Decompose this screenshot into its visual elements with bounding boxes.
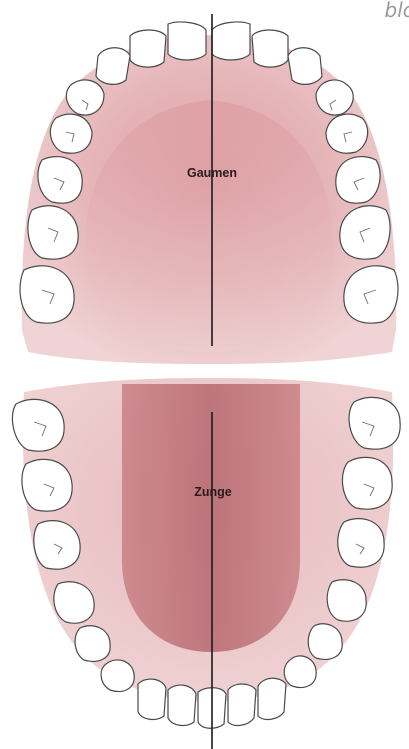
tooth (338, 519, 384, 568)
tooth (228, 684, 256, 725)
tooth (344, 266, 398, 323)
tooth (258, 678, 286, 719)
tooth (308, 624, 342, 660)
tongue-area (122, 384, 300, 652)
tooth (38, 157, 82, 204)
tooth (96, 48, 130, 85)
tooth (34, 521, 80, 570)
tooth (138, 679, 166, 719)
tooth (75, 626, 110, 662)
tooth (327, 580, 366, 621)
tongue-label: Zunge (194, 485, 232, 499)
tooth (284, 656, 316, 688)
tooth (212, 22, 250, 60)
tooth (66, 80, 104, 115)
tooth (349, 397, 400, 449)
tooth (336, 157, 380, 204)
tooth (12, 399, 64, 451)
tooth (168, 22, 206, 60)
tooth (342, 457, 392, 509)
tooth (168, 685, 196, 725)
tooth (252, 30, 288, 67)
tooth (340, 206, 390, 259)
tooth (28, 206, 78, 259)
tooth (130, 30, 166, 67)
tooth (101, 660, 134, 692)
palate-label: Gaumen (187, 166, 237, 180)
tooth (316, 80, 353, 115)
tooth (288, 48, 322, 85)
